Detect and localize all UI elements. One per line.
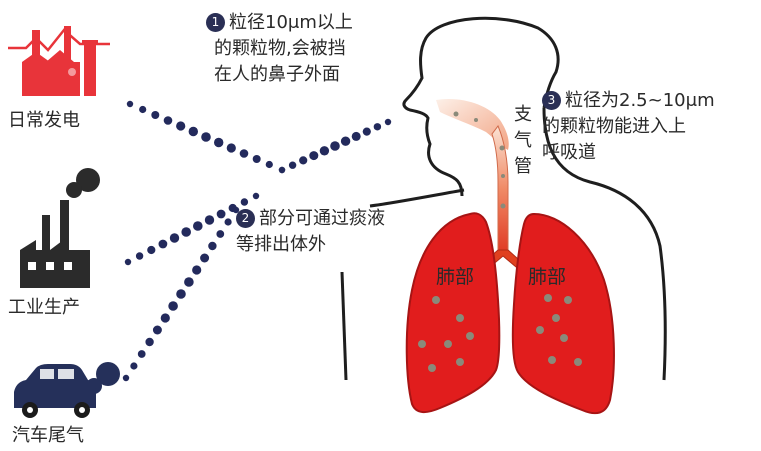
label-trachea: 支 气 管 <box>512 102 534 180</box>
shoulder-left-outline <box>370 190 464 206</box>
trail-to-nose-dot <box>330 141 340 151</box>
trail-from-factory-dot <box>159 240 168 249</box>
trail-from-car-dot <box>145 338 153 346</box>
label-lung-right: 肺部 <box>528 262 566 289</box>
trail-to-nose-dot <box>299 156 307 164</box>
label-power-generation: 日常发电 <box>8 109 80 133</box>
trail-from-car-dot <box>208 242 216 250</box>
trail-to-nose-dot <box>341 137 350 146</box>
trail-from-power-plant-dot <box>139 106 146 113</box>
trail-to-nose-dot <box>309 151 318 160</box>
note-1-line-2: 的颗粒物,会被挡 <box>206 36 353 62</box>
note-2-number: 2 <box>236 209 255 228</box>
note-1-number: 1 <box>206 13 225 32</box>
trail-from-car-dot <box>168 301 178 311</box>
trail-from-power-plant-dot <box>151 111 159 119</box>
trail-from-factory-dot <box>193 221 203 231</box>
trail-from-power-plant-dot <box>176 121 185 130</box>
trail-from-factory-dot <box>181 227 191 237</box>
trail-from-car-dot <box>153 326 162 335</box>
power-plant-icon <box>8 26 110 96</box>
trail-from-car-dot <box>200 254 209 263</box>
note-3-number: 3 <box>542 91 561 110</box>
trail-from-factory-dot <box>125 259 131 265</box>
lung-left <box>407 213 500 412</box>
trail-from-power-plant-dot <box>189 127 198 136</box>
trail-from-power-plant-dot <box>240 149 249 158</box>
trail-from-factory-dot <box>205 215 214 224</box>
trail-to-nose-dot <box>289 162 296 169</box>
trail-from-car-dot <box>161 313 170 322</box>
trail-from-car-dot <box>184 277 194 287</box>
trail-to-nose-dot <box>374 123 381 130</box>
trail-from-power-plant-dot <box>253 155 261 163</box>
trail-from-power-plant-dot <box>201 132 211 142</box>
note-1-line-3: 在人的鼻子外面 <box>206 62 353 88</box>
label-trachea-char-2: 气 <box>512 128 534 154</box>
trail-from-factory-dot <box>136 252 143 259</box>
note-2-line-2: 等排出体外 <box>236 232 385 258</box>
label-vehicle-exhaust: 汽车尾气 <box>12 424 84 448</box>
note-3-line-1: 粒径为2.5~10μm <box>565 90 715 111</box>
note-3-line-2: 的颗粒物能进入上 <box>542 114 715 140</box>
car-icon <box>14 362 120 418</box>
trail-from-car-dot <box>225 218 232 225</box>
label-trachea-char-1: 支 <box>512 102 534 128</box>
label-trachea-char-3: 管 <box>512 154 534 180</box>
trail-from-car-dot <box>216 230 224 238</box>
trail-from-factory-dot <box>170 233 179 242</box>
note-2-line-1: 部分可通过痰液 <box>259 208 385 229</box>
trail-from-car-dot <box>123 375 129 381</box>
trail-from-power-plant-dot <box>164 116 173 125</box>
trail-from-power-plant-dot <box>266 161 273 168</box>
trail-from-car-dot <box>176 289 186 299</box>
note-1-line-1: 粒径10μm以上 <box>229 12 353 33</box>
trail-from-power-plant-dot <box>127 101 133 107</box>
lung-right <box>513 214 614 413</box>
trail-to-nose-dot <box>320 146 329 155</box>
trail-from-power-plant-dot <box>227 143 236 152</box>
trail-from-car-dot <box>130 362 137 369</box>
label-lung-left: 肺部 <box>436 262 474 289</box>
trail-from-factory-dot <box>217 210 226 219</box>
trail-from-factory-dot <box>253 193 259 199</box>
trail-from-car-dot <box>138 350 146 358</box>
trail-from-factory-dot <box>147 246 155 254</box>
trail-to-nose-dot <box>352 132 361 141</box>
trail-to-nose-dot <box>279 167 285 173</box>
trail-from-factory-dot <box>241 198 248 205</box>
trail-to-nose-dot <box>385 119 391 125</box>
note-3-line-3: 呼吸道 <box>542 140 715 166</box>
torso-left-outline <box>342 272 346 380</box>
factory-icon <box>20 168 100 288</box>
trail-from-car-dot <box>192 265 201 274</box>
trail-to-nose-dot <box>363 128 371 136</box>
label-industrial-production: 工业生产 <box>8 296 80 320</box>
trail-from-power-plant-dot <box>214 138 223 147</box>
